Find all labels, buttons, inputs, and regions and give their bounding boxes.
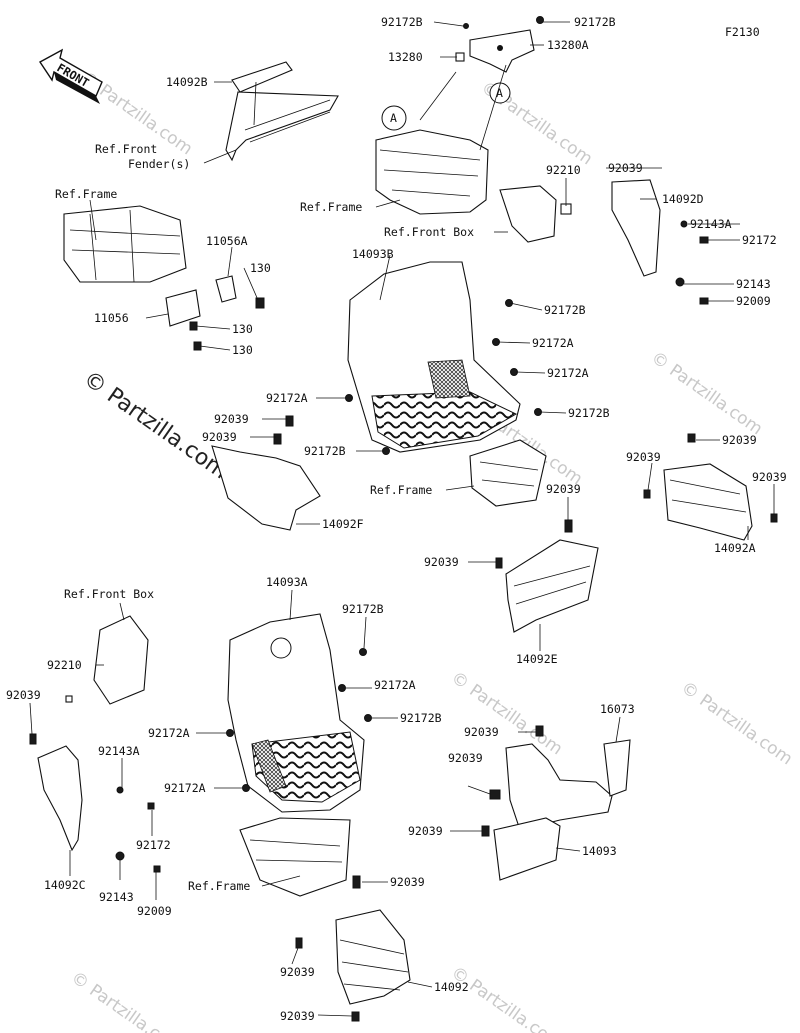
label-130[interactable]: 130 xyxy=(232,343,253,357)
ref-frame-left-drawing xyxy=(63,205,265,351)
label-ref-front-fender: Fender(s) xyxy=(128,157,190,171)
label-92009[interactable]: 92009 xyxy=(137,904,172,918)
front-arrow-icon: FRONT xyxy=(38,48,103,104)
label-92143[interactable]: 92143 xyxy=(736,277,771,291)
part-14092B-drawing xyxy=(225,61,339,162)
label-92172B[interactable]: 92172B xyxy=(342,602,384,616)
part-14093A-drawing xyxy=(226,613,372,813)
label-ref-front-box: Ref.Front Box xyxy=(64,587,154,601)
label-92172[interactable]: 92172 xyxy=(136,838,171,852)
label-92039[interactable]: 92039 xyxy=(448,751,483,765)
label-92172A[interactable]: 92172A xyxy=(374,678,416,692)
label-92172[interactable]: 92172 xyxy=(742,233,777,247)
label-14092[interactable]: 14092 xyxy=(434,980,469,994)
ref-frame-top-drawing: A A xyxy=(375,82,511,215)
label-92039[interactable]: 92039 xyxy=(722,433,757,447)
label-92172A[interactable]: 92172A xyxy=(547,366,589,380)
label-92039[interactable]: 92039 xyxy=(546,482,581,496)
watermark-text: © Partzilla.com xyxy=(677,678,796,770)
label-92143[interactable]: 92143 xyxy=(99,890,134,904)
part-14092-drawing xyxy=(295,875,411,1022)
label-16073[interactable]: 16073 xyxy=(600,702,635,716)
label-92039[interactable]: 92039 xyxy=(464,725,499,739)
part-14092D-drawing xyxy=(499,179,709,305)
label-11056A[interactable]: 11056A xyxy=(206,234,248,248)
label-14092F[interactable]: 14092F xyxy=(322,517,364,531)
part-14092C-drawing xyxy=(29,615,161,873)
label-92172B[interactable]: 92172B xyxy=(381,15,423,29)
label-14093[interactable]: 14093 xyxy=(582,844,617,858)
label-14092B[interactable]: 14092B xyxy=(166,75,208,89)
label-92172A[interactable]: 92172A xyxy=(266,391,308,405)
label-14092C[interactable]: 14092C xyxy=(44,878,86,892)
watermark-text: © Partzilla.com xyxy=(447,963,566,1033)
label-ref-front-box: Ref.Front Box xyxy=(384,225,474,239)
callout-a-left: A xyxy=(390,111,397,125)
label-92172A[interactable]: 92172A xyxy=(164,781,206,795)
label-14092A[interactable]: 14092A xyxy=(714,541,756,555)
label-92039[interactable]: 92039 xyxy=(626,450,661,464)
label-ref-frame: Ref.Frame xyxy=(300,200,362,214)
label-92039[interactable]: 92039 xyxy=(608,161,643,175)
label-ref-frame: Ref.Frame xyxy=(55,187,117,201)
label-92039[interactable]: 92039 xyxy=(214,412,249,426)
label-ref-front-fender: Ref.Front xyxy=(95,142,157,156)
label-92172A[interactable]: 92172A xyxy=(532,336,574,350)
label-92039[interactable]: 92039 xyxy=(202,430,237,444)
ref-frame-low-drawing xyxy=(239,817,351,897)
label-14092D[interactable]: 14092D xyxy=(662,192,704,206)
part-14093B-drawing xyxy=(345,261,542,455)
label-92009[interactable]: 92009 xyxy=(736,294,771,308)
label-92039[interactable]: 92039 xyxy=(424,555,459,569)
label-92172B[interactable]: 92172B xyxy=(574,15,616,29)
figure-code: F2130 xyxy=(725,25,760,39)
label-92210[interactable]: 92210 xyxy=(546,163,581,177)
label-13280A[interactable]: 13280A xyxy=(547,38,589,52)
label-14092E[interactable]: 14092E xyxy=(516,652,558,666)
label-92039[interactable]: 92039 xyxy=(6,688,41,702)
part-14092E-drawing xyxy=(495,519,599,633)
label-92143A[interactable]: 92143A xyxy=(98,744,140,758)
label-92039[interactable]: 92039 xyxy=(752,470,787,484)
watermark-text: © Partzilla.com xyxy=(647,348,766,440)
label-11056[interactable]: 11056 xyxy=(94,311,129,325)
leader-lines xyxy=(29,21,775,1017)
label-14093B[interactable]: 14093B xyxy=(352,247,394,261)
part-13280A-drawing xyxy=(455,16,544,73)
label-92039[interactable]: 92039 xyxy=(408,824,443,838)
label-130[interactable]: 130 xyxy=(250,261,271,275)
label-ref-frame: Ref.Frame xyxy=(370,483,432,497)
watermark-main: © Partzilla.com xyxy=(79,366,232,484)
part-14092A-drawing xyxy=(643,433,778,541)
label-92172B[interactable]: 92172B xyxy=(304,444,346,458)
label-92172B[interactable]: 92172B xyxy=(544,303,586,317)
watermark-text: © Partzilla.com xyxy=(447,668,566,760)
label-92210[interactable]: 92210 xyxy=(47,658,82,672)
label-130[interactable]: 130 xyxy=(232,322,253,336)
part-14092F-drawing xyxy=(211,415,321,531)
label-92039[interactable]: 92039 xyxy=(390,875,425,889)
label-14093A[interactable]: 14093A xyxy=(266,575,308,589)
watermark-text: © Partzilla.com xyxy=(67,968,186,1033)
ref-frame-mid-drawing xyxy=(469,439,547,507)
label-13280[interactable]: 13280 xyxy=(388,50,423,64)
label-ref-frame: Ref.Frame xyxy=(188,879,250,893)
label-92172B[interactable]: 92172B xyxy=(568,406,610,420)
label-92172B[interactable]: 92172B xyxy=(400,711,442,725)
label-92039[interactable]: 92039 xyxy=(280,965,315,979)
label-92143A[interactable]: 92143A xyxy=(690,217,732,231)
part-labels: 92172B 92172B 13280 13280A 14092B Ref.Fr… xyxy=(6,15,787,1023)
callout-a-right: A xyxy=(496,86,503,100)
label-92172A[interactable]: 92172A xyxy=(148,726,190,740)
label-92039[interactable]: 92039 xyxy=(280,1009,315,1023)
